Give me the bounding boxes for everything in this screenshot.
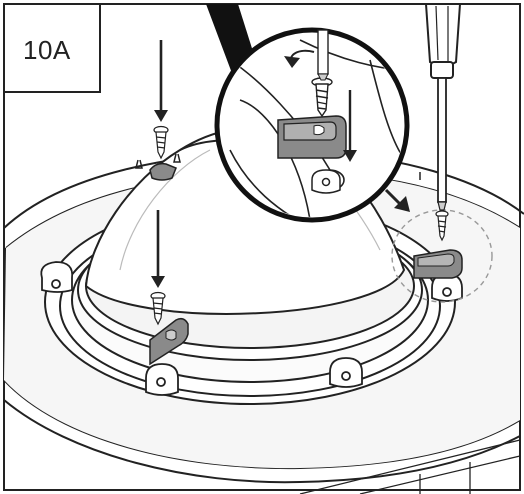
screwdriver-icon [424, 3, 462, 211]
step-number: 10A [23, 35, 71, 65]
ring-mounting-tabs [40, 261, 463, 396]
left-clamp-bracket [149, 317, 189, 366]
ring-notches [135, 153, 421, 180]
top-left-down-arrow-icon [154, 40, 168, 122]
right-screw-icon [435, 210, 449, 242]
middle-left-down-arrow-icon [151, 210, 165, 288]
rear-clamp-knob [311, 169, 341, 194]
middle-left-screw-icon [150, 291, 166, 326]
magnified-clamp-bracket [277, 115, 347, 159]
magnified-screwdriver-icon [317, 29, 329, 81]
top-left-screw-icon [153, 125, 169, 160]
magnifier-down-arrow-icon [343, 90, 357, 162]
hidden-bracket [149, 162, 177, 181]
pointer-arrow-icon [384, 188, 410, 212]
right-clamp-bracket [413, 249, 463, 279]
magnified-screw-icon [311, 77, 333, 118]
step-label-box: 10A [5, 5, 101, 93]
